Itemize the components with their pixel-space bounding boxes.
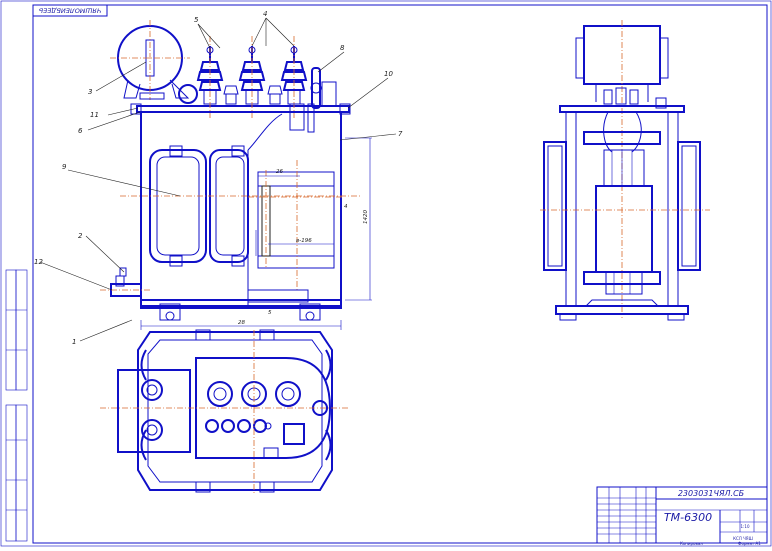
tank-base: [140, 299, 342, 309]
callout-5: 5: [194, 16, 199, 24]
corner-stamp-text: ЧЯШМОЛЕИБДЕЕЬ: [39, 7, 102, 15]
callout-3: 3: [88, 88, 92, 96]
dim-width: 28: [238, 320, 245, 326]
title-block: 2303031ЧЯЛ.СБ ТМ-6300 1:10 КСЛ ЧЯШ Копир…: [596, 486, 768, 546]
plan-conservator: [117, 369, 191, 453]
plan-tank-cover: [195, 357, 332, 459]
callouts: 3 11 6 9 2 12 1 5 4 8 10 7: [34, 10, 403, 346]
tank-body: [140, 111, 342, 307]
callout-9: 9: [62, 163, 67, 171]
scale-label: 1:10: [741, 524, 750, 529]
callout-2: 2: [78, 232, 83, 240]
dim-height: 1420: [363, 210, 369, 224]
format-label: Формат А1: [738, 541, 761, 546]
callout-7: 7: [398, 130, 403, 138]
org-label: КСЛ ЧЯШ: [733, 536, 753, 541]
plan-view: [100, 329, 350, 495]
callout-12: 12: [34, 258, 43, 266]
dim-small: 5: [268, 310, 272, 316]
dim-side: 4: [344, 204, 348, 210]
plan-radiator-outline: [137, 331, 333, 491]
callout-10: 10: [384, 70, 393, 78]
callout-4: 4: [263, 10, 267, 18]
corner-stamp: ЧЯШМОЛЕИБДЕЕЬ: [32, 4, 108, 17]
title-code: 2303031ЧЯЛ.СБ: [678, 489, 745, 498]
title-name: ТМ-6300: [664, 511, 712, 524]
dim-core: 26: [276, 169, 283, 175]
front-view: 1420 28 26 в-196 4 5 3 11 6 9 2 12: [34, 10, 403, 346]
side-coil: [595, 185, 653, 273]
radiator-loops: [149, 145, 249, 267]
callout-8: 8: [340, 44, 345, 52]
callout-6: 6: [78, 127, 83, 135]
tap-changer: [311, 67, 321, 109]
dim-window: в-196: [296, 238, 312, 244]
side-view: [540, 20, 710, 321]
bottom-note: Копировал: [680, 541, 703, 546]
callout-1: 1: [72, 338, 76, 346]
callout-11: 11: [90, 111, 99, 119]
dimensions: 1420 28 26 в-196 4 5: [140, 137, 372, 330]
